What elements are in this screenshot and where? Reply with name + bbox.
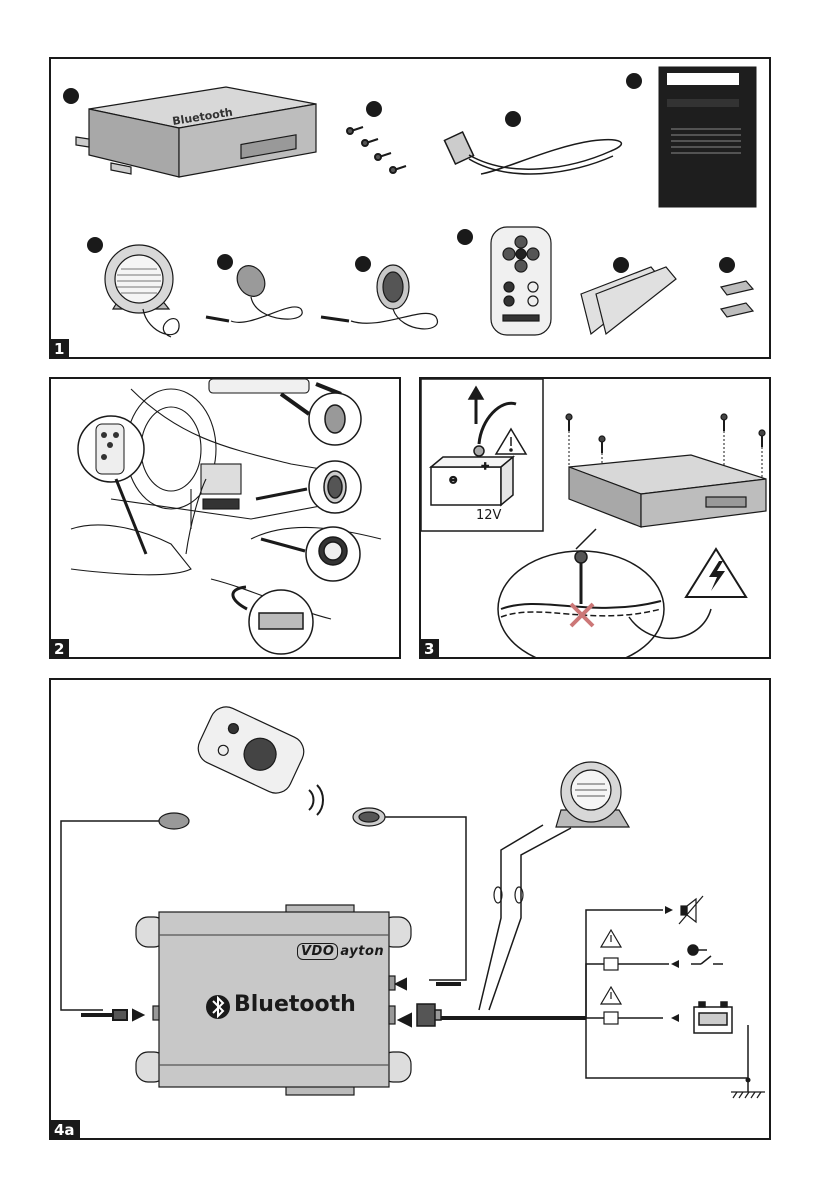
battery-icon <box>694 1002 732 1033</box>
panel-4a-drawing <box>51 680 769 1138</box>
high-voltage-icon <box>686 549 746 597</box>
main-unit <box>76 87 316 177</box>
manual-booklet <box>659 67 756 207</box>
panel-number: 1 <box>49 339 69 359</box>
ground-icon <box>731 1092 765 1098</box>
bluetooth-label: Bluetooth <box>234 992 356 1017</box>
clips <box>721 281 753 317</box>
bullet-dot <box>87 237 103 253</box>
remote-callout <box>78 416 146 554</box>
main-unit <box>569 455 766 527</box>
panel-1: Bluetooth <box>49 57 771 359</box>
battery-voltage: 12V <box>476 508 502 523</box>
bluetooth-icon <box>206 995 230 1019</box>
panel-3: ⊖ + 12V <box>419 377 771 659</box>
panel-number: 3 <box>419 639 439 659</box>
brand-prefix: VDO <box>297 943 338 960</box>
svg-text:+: + <box>481 461 489 472</box>
brand-suffix: ayton <box>340 944 384 959</box>
screw-icon <box>566 414 765 453</box>
panel-number: 2 <box>49 639 69 659</box>
bullet-dot <box>355 256 371 272</box>
speaker <box>556 762 629 827</box>
bullet-dot <box>63 88 79 104</box>
bullet-dot <box>457 229 473 245</box>
bullet-dot <box>217 254 233 270</box>
screw-icon <box>347 127 406 173</box>
signal-waves-icon <box>309 785 323 815</box>
bullet-dot <box>626 73 642 89</box>
panel-3-drawing: ⊖ + 12V <box>421 379 769 657</box>
panel-2-drawing <box>51 379 399 657</box>
bullet-dot <box>505 111 521 127</box>
microphone-flush <box>353 808 385 826</box>
microphone-clip <box>159 813 189 829</box>
panel-2: 2 <box>49 377 401 659</box>
svg-text:⊖: ⊖ <box>449 475 457 486</box>
drill-warning <box>498 529 711 657</box>
panel-number: 4a <box>49 1120 80 1140</box>
mute-speaker-icon <box>679 896 703 924</box>
speaker <box>105 245 179 337</box>
bullet-dot <box>719 257 735 273</box>
microphone-flush <box>321 265 437 329</box>
mounting-bracket <box>581 267 676 334</box>
panel-1-drawing: Bluetooth <box>51 59 769 357</box>
cable-harness <box>444 132 621 174</box>
bullet-dot <box>613 257 629 273</box>
bullet-dot <box>366 101 382 117</box>
remote-control <box>491 227 551 335</box>
microphone-clip <box>206 261 302 323</box>
ignition-key-icon <box>688 945 723 964</box>
remote-control <box>193 702 309 799</box>
